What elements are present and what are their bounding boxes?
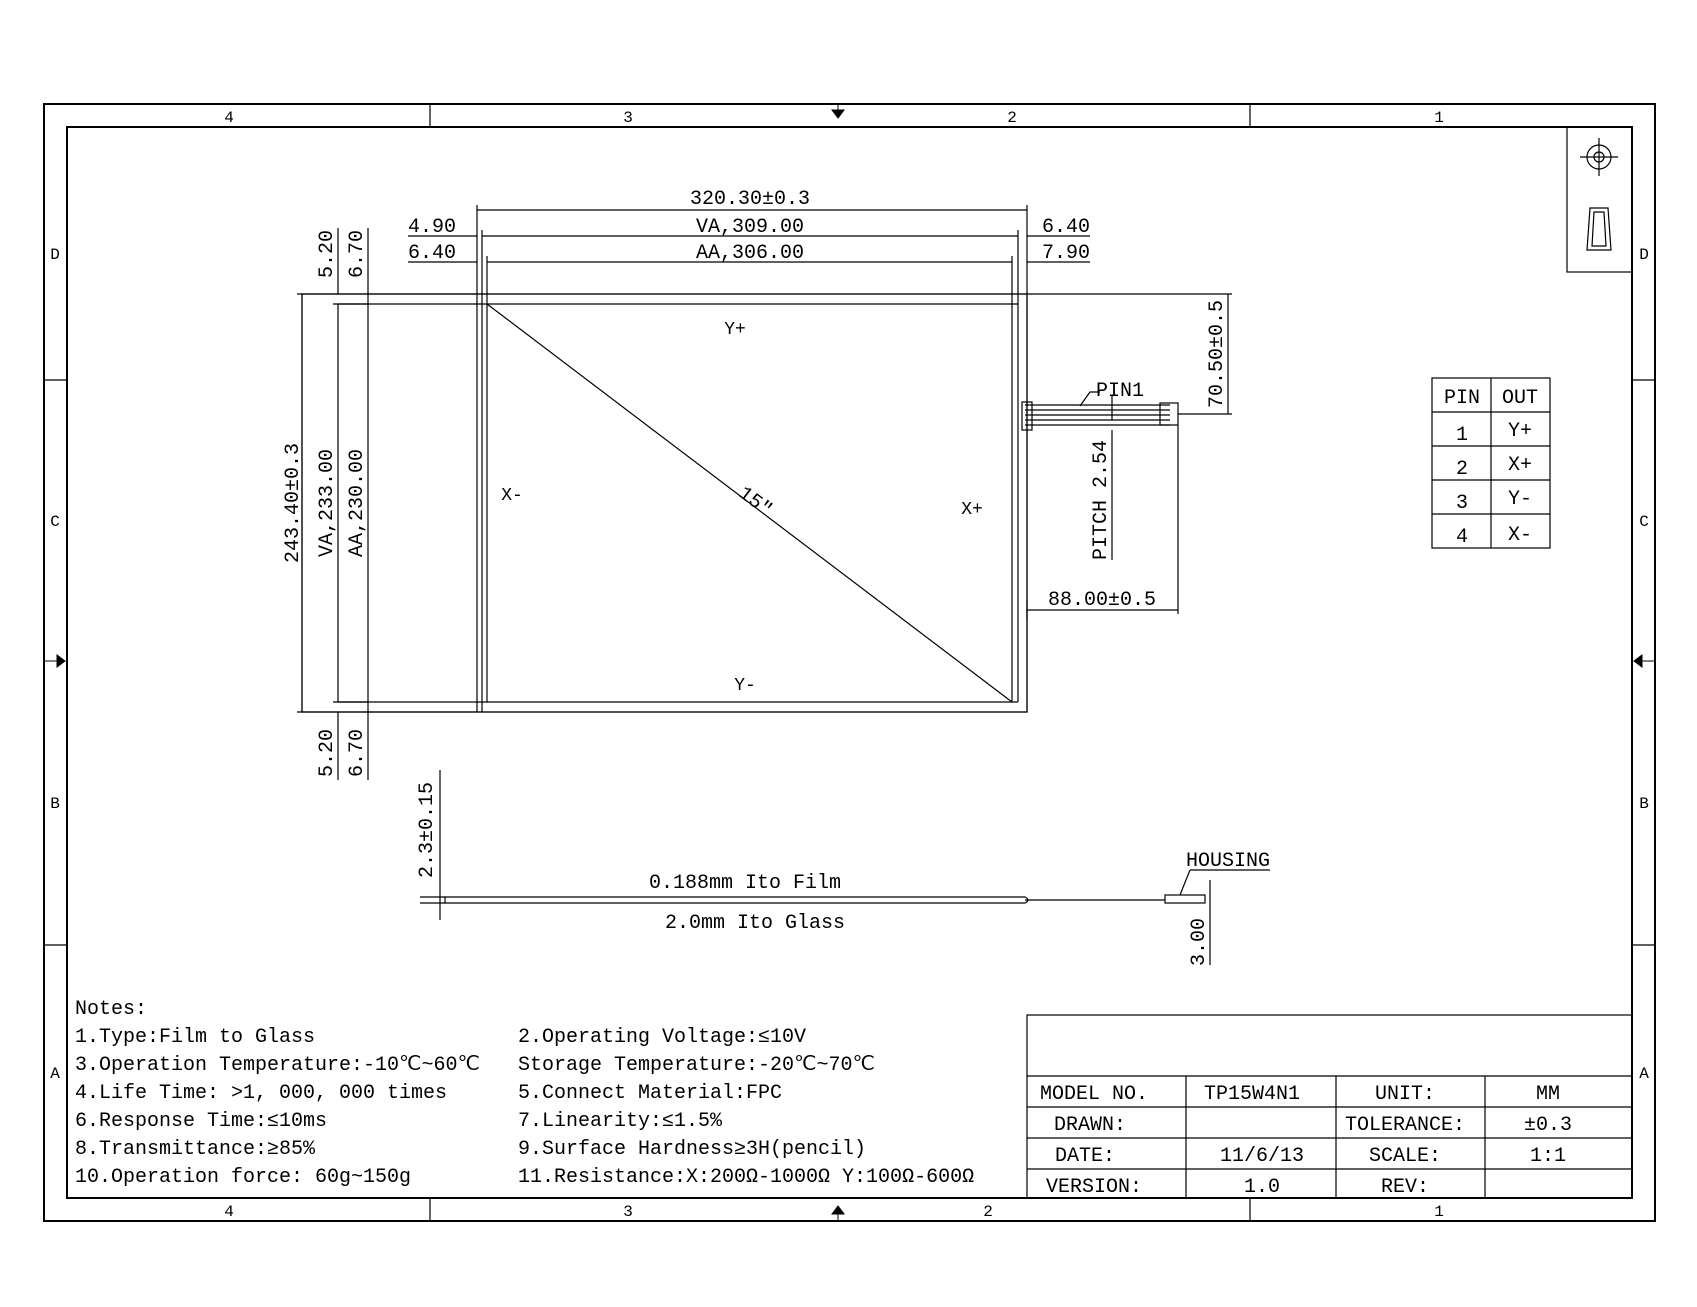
dim-left-aa: 6.40 <box>408 242 456 265</box>
note-line: 9.Surface Hardness≥3H(pencil) <box>518 1138 866 1161</box>
tb-model-value: TP15W4N1 <box>1204 1083 1300 1106</box>
note-line: 8.Transmittance:≥85% <box>75 1138 316 1161</box>
dim-va-height: VA,233.00 <box>316 449 339 557</box>
dim-thickness: 2.3±0.15 <box>416 782 439 878</box>
note-line: 5.Connect Material:FPC <box>518 1082 782 1105</box>
zone-top-1: 1 <box>1434 109 1444 127</box>
diagonal-label: 15" <box>733 482 776 522</box>
housing-label: HOUSING <box>1186 850 1270 873</box>
note-line: 6.Response Time:≤10ms <box>75 1110 327 1133</box>
pin1-label: PIN1 <box>1096 380 1144 403</box>
note-line: 10.Operation force: 60g~150g <box>75 1166 411 1189</box>
zone-dividers <box>44 104 1655 1221</box>
dim-aa-width: AA,306.00 <box>696 242 804 265</box>
pin-table-header-out: OUT <box>1502 387 1538 410</box>
zone-left-d: D <box>50 246 60 264</box>
dim-top-aa: 6.70 <box>346 230 369 278</box>
film-label: 0.188mm Ito Film <box>649 872 841 895</box>
dim-bottom-aa: 6.70 <box>346 729 369 777</box>
side-view <box>420 770 1270 965</box>
center-mark-left <box>44 654 66 668</box>
electrode-left: X- <box>501 486 523 506</box>
top-dimension-lines <box>408 205 1090 304</box>
zone-right-c: C <box>1639 513 1649 531</box>
pin-table-cell: Y+ <box>1508 420 1532 443</box>
tb-model-label: MODEL NO. <box>1040 1083 1148 1106</box>
electrode-top: Y+ <box>724 320 746 340</box>
touch-panel-outline <box>301 293 1232 713</box>
outer-frame <box>43 103 1656 1222</box>
zone-bottom-4: 4 <box>224 1203 234 1221</box>
pin-table-cell: 3 <box>1456 492 1468 515</box>
tb-version-value: 1.0 <box>1244 1176 1280 1199</box>
tb-rev-label: REV: <box>1381 1176 1429 1199</box>
dim-aa-height: AA,230.00 <box>346 449 369 557</box>
zone-bottom-1: 1 <box>1434 1203 1444 1221</box>
tb-date-value: 11/6/13 <box>1220 1145 1304 1168</box>
tb-unit-value: MM <box>1536 1083 1560 1106</box>
dim-housing-thickness: 3.00 <box>1188 918 1211 966</box>
zone-left-a: A <box>50 1065 60 1083</box>
pin-table-cell: X+ <box>1508 454 1532 477</box>
dim-bottom-va: 5.20 <box>316 729 339 777</box>
dim-va-width: VA,309.00 <box>696 216 804 239</box>
pin-table <box>1431 377 1551 549</box>
pin-table-cell: 1 <box>1456 424 1468 447</box>
electrode-bottom: Y- <box>734 676 756 696</box>
dim-pitch: PITCH 2.54 <box>1090 440 1113 560</box>
dim-tail-offset: 70.50±0.5 <box>1206 300 1229 408</box>
tb-scale-label: SCALE: <box>1369 1145 1441 1168</box>
note-line: Storage Temperature:-20℃~70℃ <box>518 1054 875 1077</box>
zone-left-c: C <box>50 513 60 531</box>
note-line: 2.Operating Voltage:≤10V <box>518 1026 806 1049</box>
zone-top-4: 4 <box>224 109 234 127</box>
diagonal-line <box>486 303 1013 703</box>
zone-bottom-2: 2 <box>983 1203 993 1221</box>
zone-right-d: D <box>1639 246 1649 264</box>
zone-top-2: 2 <box>1007 109 1017 127</box>
projection-symbol <box>1566 126 1633 273</box>
note-line: 11.Resistance:X:200Ω-1000Ω Y:100Ω-600Ω <box>518 1166 974 1189</box>
dim-right-aa: 7.90 <box>1042 242 1090 265</box>
zone-bottom-3: 3 <box>623 1203 633 1221</box>
title-block <box>1026 1014 1633 1199</box>
center-mark-bottom <box>831 1205 845 1221</box>
tb-drawn-label: DRAWN: <box>1054 1114 1126 1137</box>
zone-right-a: A <box>1639 1065 1649 1083</box>
center-mark-right <box>1633 654 1655 668</box>
dim-overall-height: 243.40±0.3 <box>282 443 305 563</box>
note-line: 7.Linearity:≤1.5% <box>518 1110 723 1133</box>
zone-left-b: B <box>50 795 60 813</box>
inner-frame <box>66 126 1633 1199</box>
tb-tolerance-label: TOLERANCE: <box>1345 1114 1465 1137</box>
tb-date-label: DATE: <box>1055 1145 1115 1168</box>
note-line: 1.Type:Film to Glass <box>75 1026 315 1049</box>
dim-right-va: 6.40 <box>1042 216 1090 239</box>
tb-unit-label: UNIT: <box>1375 1083 1435 1106</box>
zone-right-b: B <box>1639 795 1649 813</box>
dim-overall-width: 320.30±0.3 <box>690 188 810 211</box>
pin-table-cell: X- <box>1508 524 1532 547</box>
dim-left-va: 4.90 <box>408 216 456 239</box>
pin-table-cell: 4 <box>1456 526 1468 549</box>
notes-title: Notes: <box>75 998 147 1021</box>
fpc-tail <box>1021 294 1232 620</box>
tb-version-label: VERSION: <box>1046 1176 1142 1199</box>
pin-table-cell: 2 <box>1456 458 1468 481</box>
pin-table-header-pin: PIN <box>1444 387 1480 410</box>
dim-top-va: 5.20 <box>316 230 339 278</box>
note-line: 3.Operation Temperature:-10℃~60℃ <box>75 1054 480 1077</box>
dim-tail-length: 88.00±0.5 <box>1048 589 1156 612</box>
note-line: 4.Life Time: >1, 000, 000 times <box>75 1082 447 1105</box>
pin-table-cell: Y- <box>1508 488 1532 511</box>
tb-scale-value: 1:1 <box>1530 1145 1566 1168</box>
tb-tolerance-value: ±0.3 <box>1524 1114 1572 1137</box>
glass-label: 2.0mm Ito Glass <box>665 912 845 935</box>
center-mark-top <box>831 104 845 119</box>
electrode-right: X+ <box>961 500 983 520</box>
zone-top-3: 3 <box>623 109 633 127</box>
left-dimension-lines <box>297 228 477 780</box>
